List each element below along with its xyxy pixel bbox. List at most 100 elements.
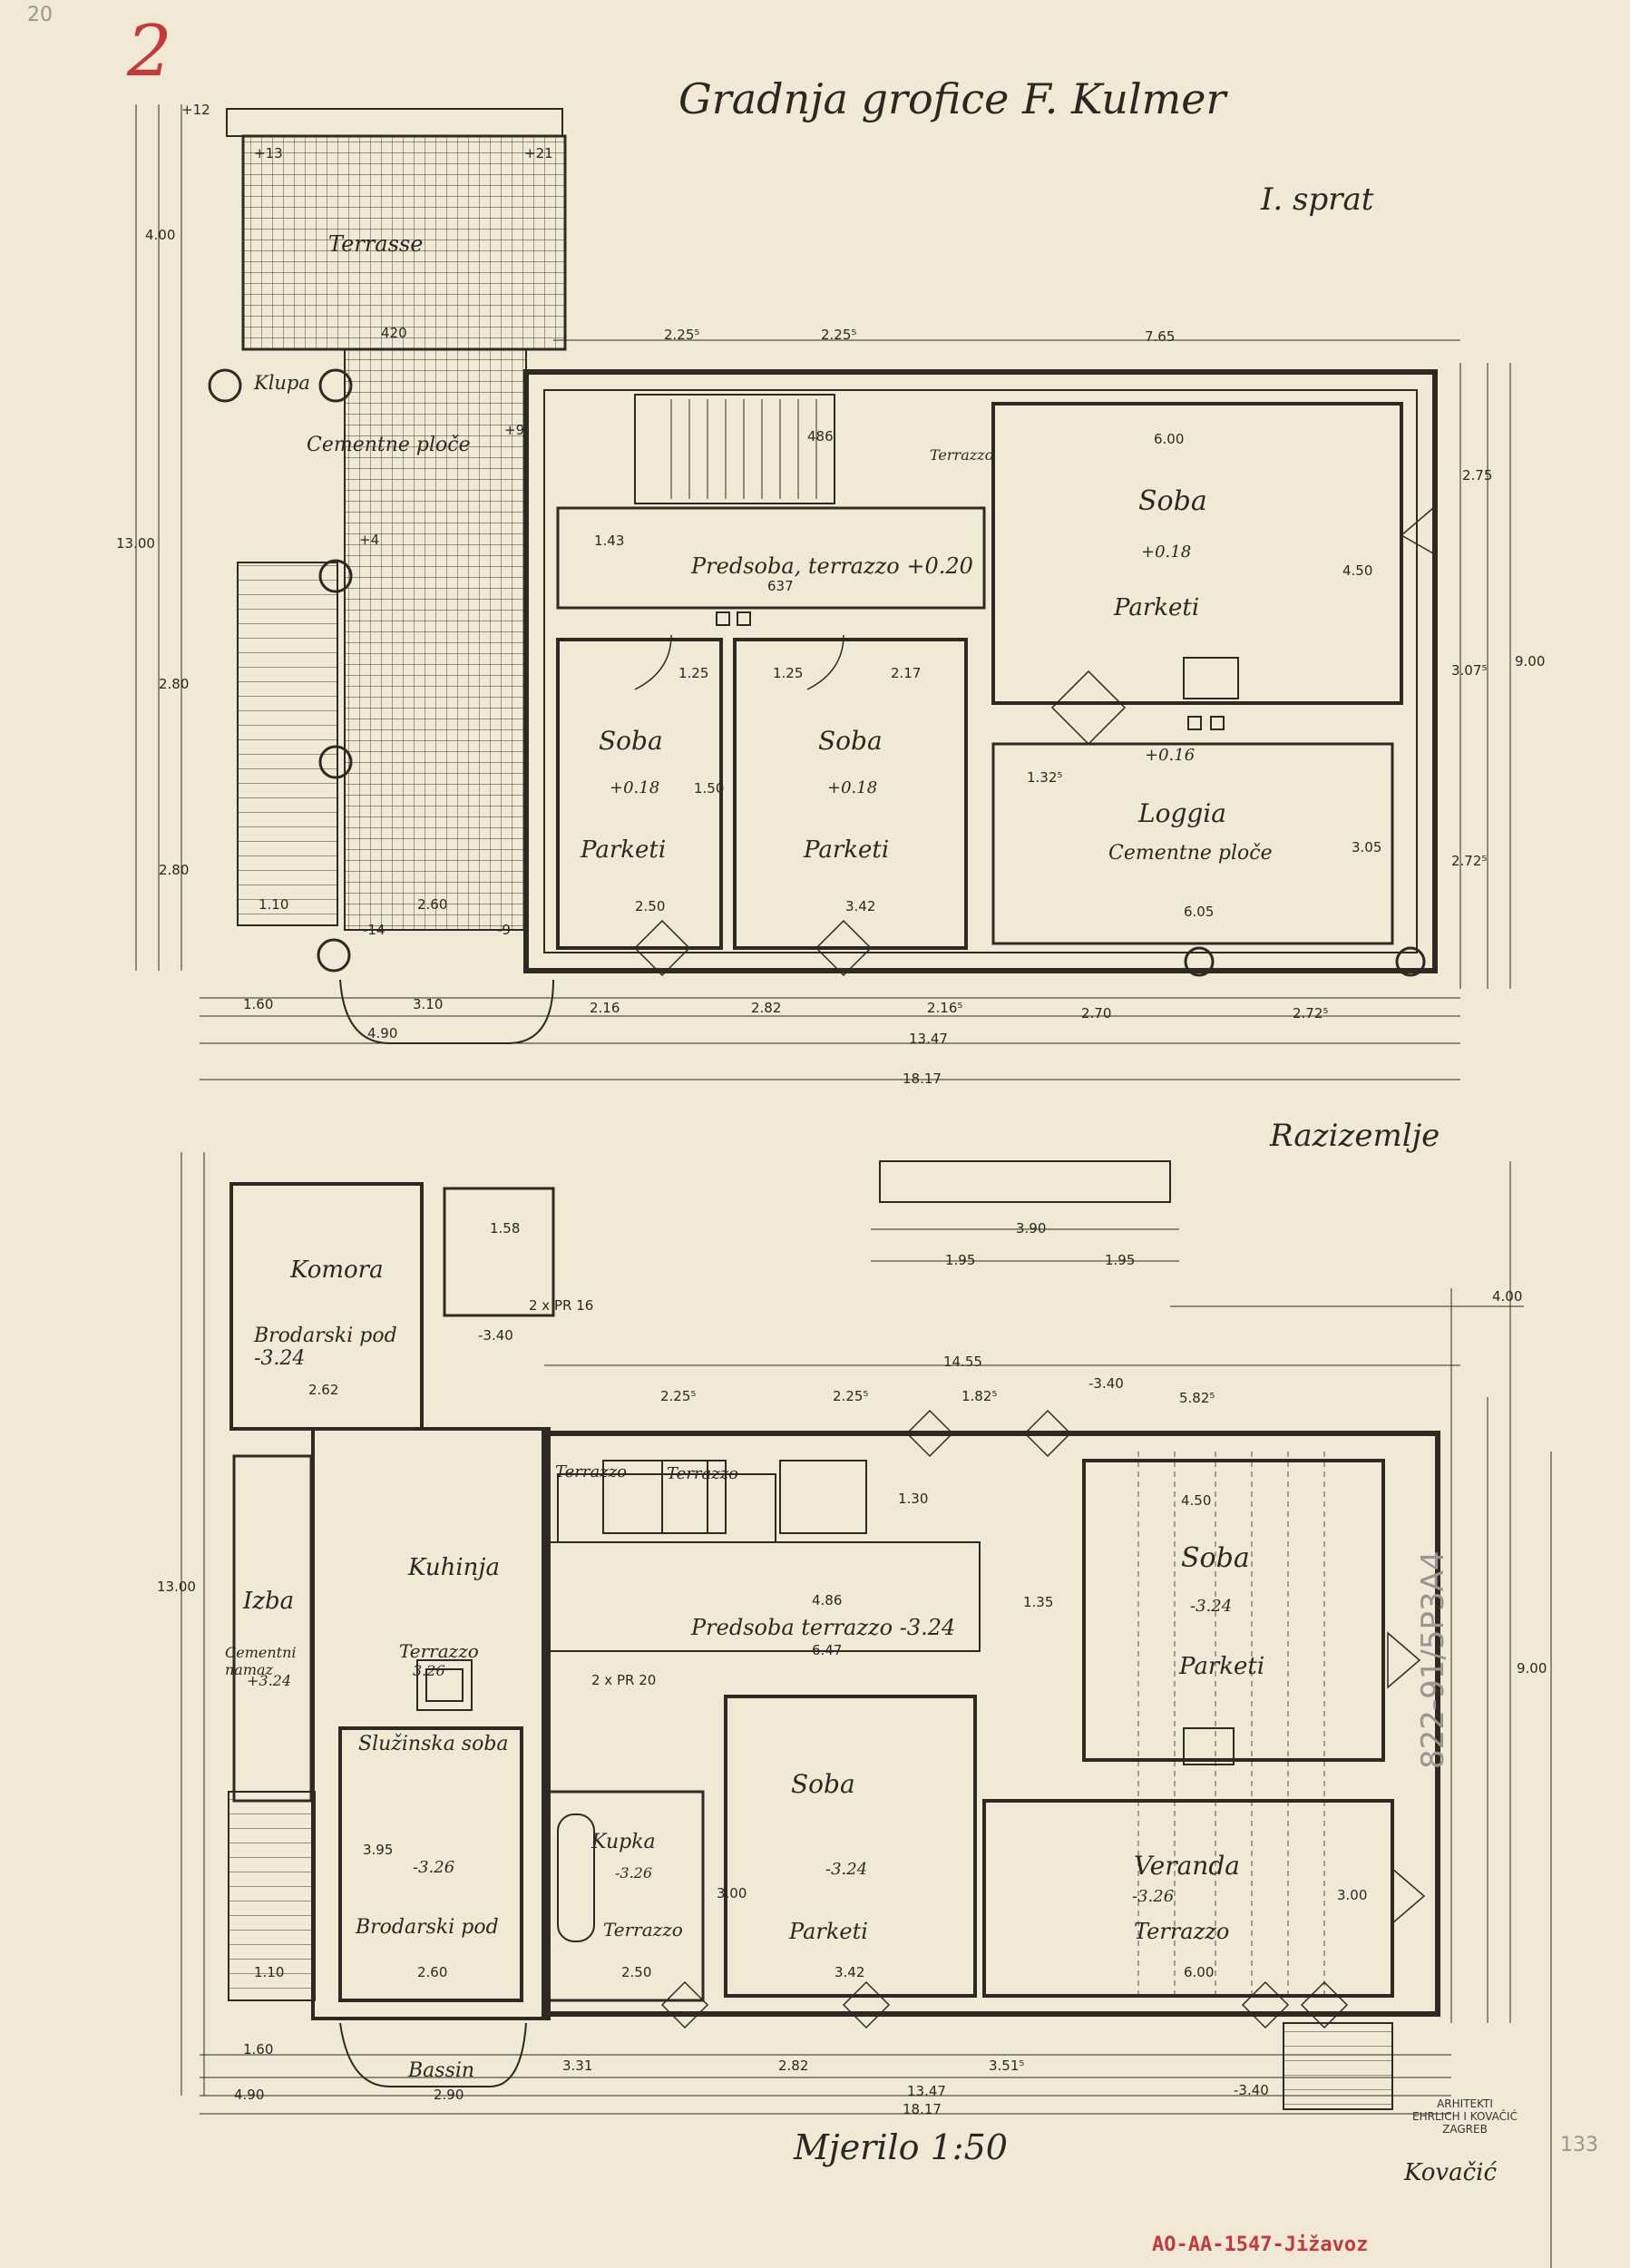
dim: 3.10 <box>413 996 444 1012</box>
room-izba: Izba <box>243 1588 295 1615</box>
room-kupka: Kupka <box>591 1831 656 1853</box>
level-mark: +4 <box>359 532 380 548</box>
dim: 7.65 <box>1145 328 1176 345</box>
dim: 3.42 <box>845 898 876 914</box>
dim: 1.60 <box>243 2041 274 2058</box>
dim: 2.70 <box>1081 1005 1112 1022</box>
dim: 2.25⁵ <box>660 1388 697 1404</box>
dim: 2.16 <box>590 1000 620 1016</box>
level-izba: +3.24 <box>247 1672 292 1689</box>
room-terrazzo-k: Terrazzo <box>399 1640 479 1662</box>
stamp-line-1: ARHITEKTI <box>1437 2097 1493 2110</box>
dim: 2.75 <box>1462 467 1493 484</box>
dim: 1.95 <box>945 1252 976 1268</box>
dim: 420 <box>381 325 407 341</box>
room-cementne-ploce: Cementne ploče <box>307 434 471 456</box>
level-soba-ground-big: -3.24 <box>1190 1597 1233 1616</box>
dim: 3.95 <box>363 1842 394 1858</box>
corner-mark: 20 <box>27 4 53 26</box>
dim: 1.25 <box>678 665 709 681</box>
floor-sluzinska: Brodarski pod <box>356 1916 499 1939</box>
room-veranda: Veranda <box>1134 1851 1240 1881</box>
dim: 13.00 <box>116 535 155 552</box>
dim: 2.80 <box>159 676 190 692</box>
dim: 637 <box>767 578 794 594</box>
dim: 4.50 <box>1342 562 1373 579</box>
dim: 6.47 <box>812 1642 843 1658</box>
room-terrazzo-2: Terrazzo <box>667 1464 739 1483</box>
upper-outer-walls <box>523 369 1438 973</box>
room-terrasse: Terrasse <box>328 231 424 257</box>
level-mark: +13 <box>254 145 283 161</box>
floor-komora: Brodarski pod -3.24 <box>254 1325 397 1370</box>
page-number: 133 <box>1560 2134 1598 2156</box>
floor-soba-2: Parketi <box>804 836 890 864</box>
terrace <box>241 134 567 351</box>
upper-floor-heading: I. sprat <box>1261 181 1374 218</box>
dim: 2.82 <box>778 2058 809 2074</box>
dim: 1.50 <box>694 780 725 797</box>
floor-soba-1: Parketi <box>581 836 667 864</box>
dim: 3.05 <box>1352 839 1382 855</box>
dim: 2.80 <box>159 862 190 878</box>
dim: 1.10 <box>259 896 289 913</box>
dim: 6.00 <box>1184 1964 1215 1980</box>
dim: 1.32⁵ <box>1027 769 1063 786</box>
room-komora: Komora <box>290 1256 384 1284</box>
level-mark: -3.40 <box>1234 2082 1269 2098</box>
scale-note: Mjerilo 1:50 <box>794 2127 1008 2167</box>
stamp-line-2: EHRLICH I KOVAČIĆ <box>1412 2110 1518 2123</box>
dim: 2.82 <box>751 1000 782 1016</box>
dim: 3.90 <box>1016 1220 1047 1237</box>
room-soba-2: Soba <box>818 726 883 756</box>
side-inventory: 822-91/5P3A4 <box>1415 1550 1451 1769</box>
dim: 9.00 <box>1517 1660 1547 1677</box>
room-soba-ground-mid: Soba <box>791 1769 855 1799</box>
architect-stamp: ARHITEKTI EHRLICH I KOVAČIĆ ZAGREB <box>1388 2097 1542 2136</box>
inventory-number: AO-AA-1547-Jižavoz <box>1152 2234 1369 2256</box>
dim: 13.00 <box>157 1579 196 1595</box>
signature: Kovačić <box>1404 2159 1498 2186</box>
level-soba-2: +0.18 <box>827 778 878 797</box>
dim: 1.60 <box>243 996 274 1012</box>
dim: 1.95 <box>1105 1252 1136 1268</box>
dim: 3.00 <box>717 1885 747 1901</box>
dim: 6.05 <box>1184 904 1215 920</box>
floor-veranda: Terrazzo <box>1134 1919 1230 1944</box>
room-soba-ground-big: Soba <box>1181 1542 1250 1574</box>
outdoor-stair <box>237 562 338 926</box>
dim: 18.17 <box>903 1070 942 1087</box>
dim: 2.17 <box>891 665 922 681</box>
dim: 2.90 <box>434 2087 464 2103</box>
level-sluzinska: -3.26 <box>413 1858 455 1877</box>
floor-kupka: Terrazzo <box>603 1919 683 1941</box>
dim: 2.25⁵ <box>664 327 700 343</box>
room-kuhinja: Kuhinja <box>408 1554 500 1581</box>
room-terrazzo-1: Terrazzo <box>555 1462 628 1481</box>
dim: 2.16⁵ <box>927 1000 963 1016</box>
dim: 1.58 <box>490 1220 521 1237</box>
level-mark: +12 <box>181 102 210 118</box>
dim: 4.86 <box>812 1592 843 1608</box>
dim: 4.00 <box>145 227 176 243</box>
dim: 4.50 <box>1181 1492 1212 1509</box>
dim: 2 x PR 16 <box>529 1297 594 1314</box>
dim: 2.25⁵ <box>821 327 857 343</box>
dim: 13.47 <box>907 2083 946 2099</box>
terrace-lower <box>344 348 527 931</box>
level-soba-ground-mid: -3.24 <box>825 1860 868 1879</box>
dim: 6.00 <box>1154 431 1185 447</box>
dim: 2 x PR 20 <box>591 1672 657 1688</box>
room-terrazzo-upper: Terrazzo <box>930 446 994 464</box>
dim: 14.55 <box>943 1354 982 1370</box>
room-soba-big: Soba <box>1138 485 1207 517</box>
room-predsoba-ground: Predsoba terrazzo -3.24 <box>691 1615 956 1640</box>
upper-floor-plan <box>135 104 1511 1080</box>
level-mark: +9 <box>504 422 525 438</box>
level-mark: -3.40 <box>1088 1375 1124 1392</box>
floor-loggia: Cementne ploče <box>1108 842 1273 865</box>
level-mark: +21 <box>524 145 553 161</box>
dim: 3.07⁵ <box>1451 662 1488 679</box>
